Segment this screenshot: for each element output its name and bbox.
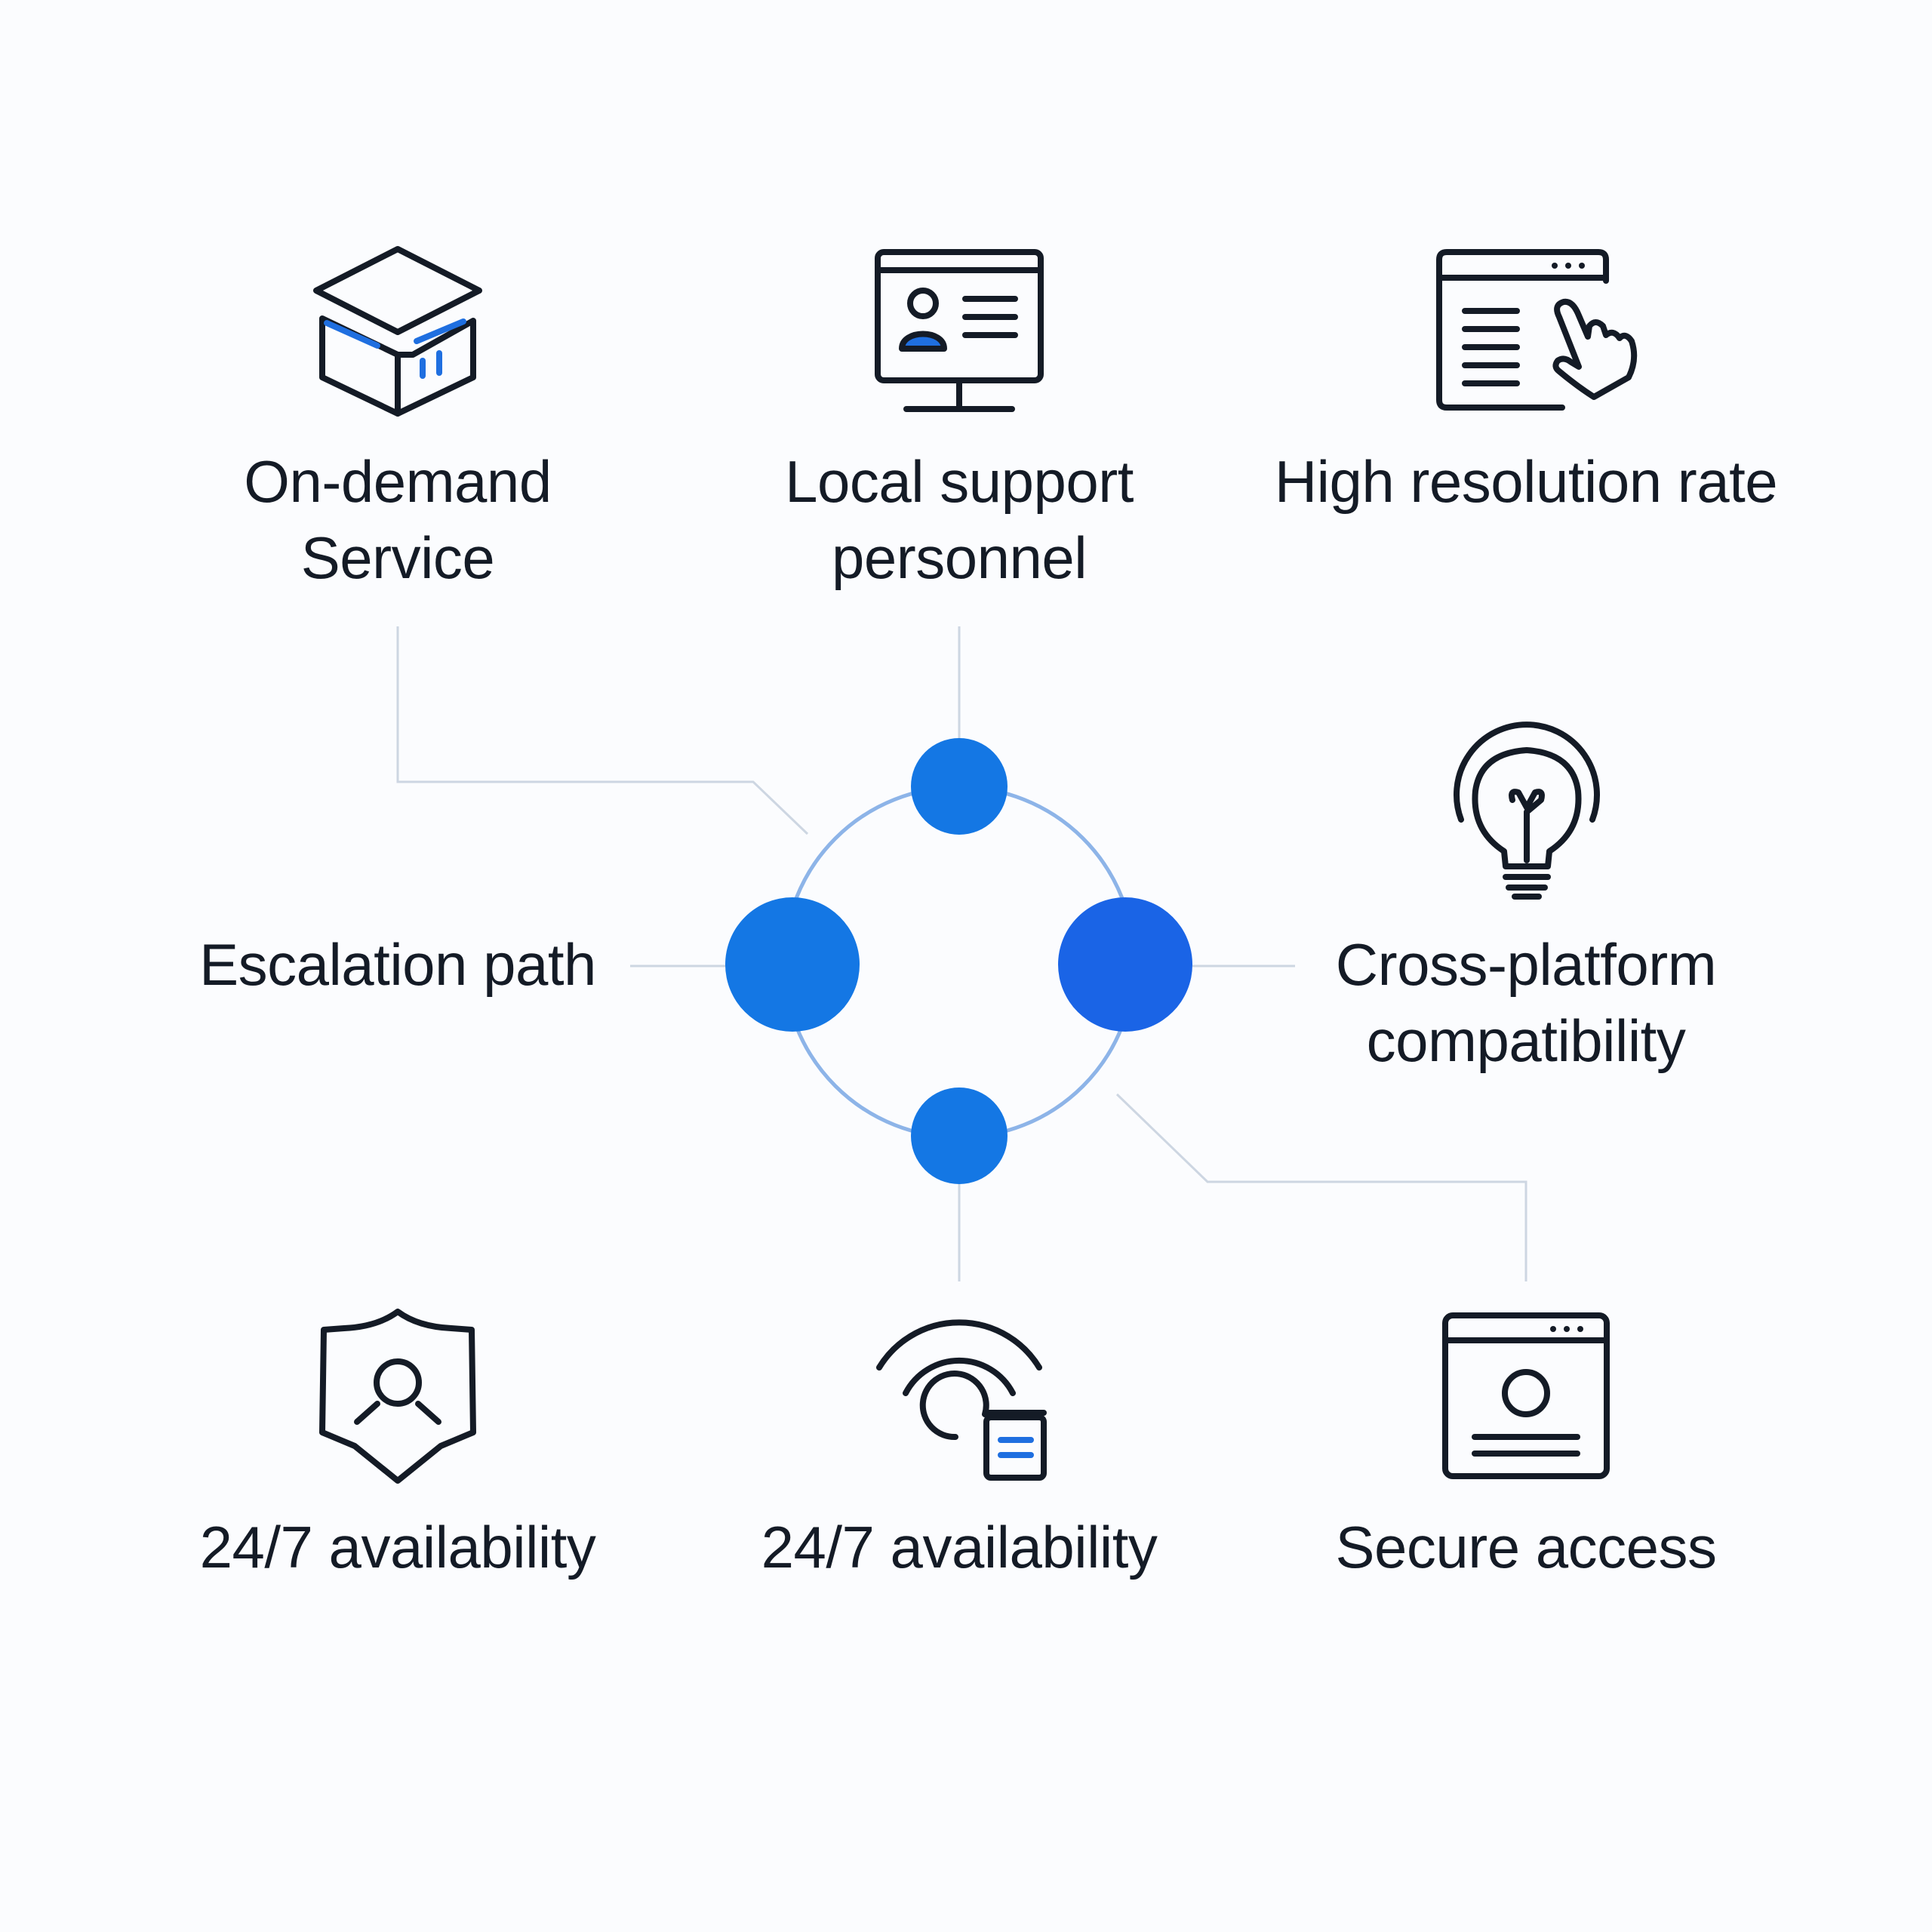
label-local-support-line2: personnel <box>831 525 1088 591</box>
label-on-demand-line1: On-demand <box>244 448 552 515</box>
label-cross-platform-compatibility: Cross-platform compatibility <box>1292 927 1760 1079</box>
shield-user-icon <box>319 1309 476 1484</box>
label-local-support-line1: Local support <box>785 448 1134 515</box>
hub-node-left <box>725 897 860 1032</box>
label-availability-mid: 24/7 availability <box>718 1509 1201 1586</box>
connector-lines <box>396 626 1527 1281</box>
label-high-resolution-line1: High resolution rate <box>1274 448 1778 515</box>
label-on-demand-line2: Service <box>300 525 495 591</box>
hub-node-bottom <box>911 1088 1008 1184</box>
wifi-note-icon <box>876 1319 1047 1481</box>
monitor-profile-icon <box>875 249 1044 412</box>
connector-secure-access <box>1115 1093 1527 1281</box>
connector-on-demand <box>396 626 809 835</box>
hub-node-right <box>1058 897 1192 1032</box>
label-secure-access-line1: Secure access <box>1335 1514 1717 1580</box>
label-escalation-line1: Escalation path <box>199 931 596 998</box>
browser-click-icon <box>1436 249 1638 411</box>
hub-node-top <box>911 738 1008 835</box>
label-secure-access: Secure access <box>1292 1509 1760 1586</box>
label-cross-platform-line2: compatibility <box>1366 1008 1686 1074</box>
label-availability-left-line1: 24/7 availability <box>199 1514 596 1580</box>
browser-profile-icon <box>1442 1312 1610 1479</box>
label-on-demand-service: On-demand Service <box>209 444 586 596</box>
label-local-support-personnel: Local support personnel <box>733 444 1186 596</box>
label-availability-left: 24/7 availability <box>156 1509 639 1586</box>
label-cross-platform-line1: Cross-platform <box>1335 931 1717 998</box>
box-chart-icon <box>313 246 482 417</box>
label-availability-mid-line1: 24/7 availability <box>761 1514 1158 1580</box>
label-escalation-path: Escalation path <box>164 927 632 1003</box>
label-high-resolution-rate: High resolution rate <box>1254 444 1798 520</box>
lightbulb-icon <box>1454 721 1600 900</box>
